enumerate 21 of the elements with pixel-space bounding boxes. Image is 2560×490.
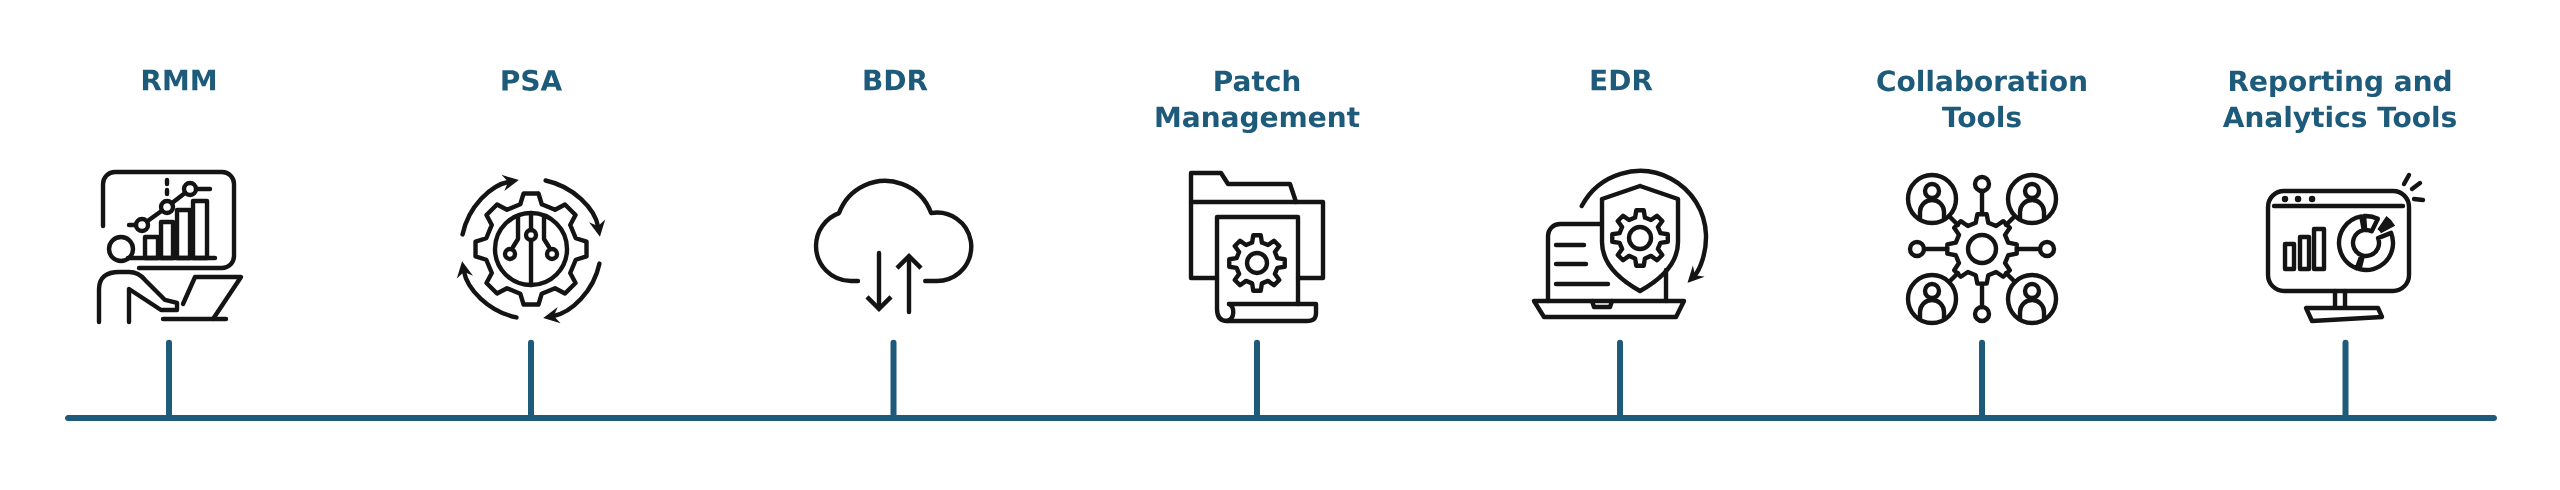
heading: Reporting and Analytics Tools — [2222, 69, 2456, 134]
heading: Collaboration Tools — [1877, 69, 2086, 128]
connector-line — [890, 339, 897, 418]
gear-people-icon — [1905, 172, 2059, 326]
presentation-icon — [96, 169, 244, 325]
connector-line — [166, 339, 172, 418]
heading: Patch Management — [1156, 69, 1360, 134]
connector-line — [1254, 339, 1260, 418]
heading: RMM — [142, 69, 216, 91]
monitor-chart-icon — [2265, 172, 2426, 324]
laptop-shield-icon — [1531, 168, 1709, 320]
connector-line — [528, 339, 534, 418]
folder-gear-icon — [1188, 170, 1326, 324]
heading: PSA — [502, 69, 563, 91]
timeline — [65, 415, 2497, 421]
heading: EDR — [1591, 69, 1653, 91]
gear-cycle-icon — [456, 174, 606, 324]
connector-line — [1979, 339, 1985, 418]
heading: BDR — [864, 69, 928, 91]
connector-line — [2342, 339, 2349, 418]
connector-line — [1617, 339, 1623, 418]
